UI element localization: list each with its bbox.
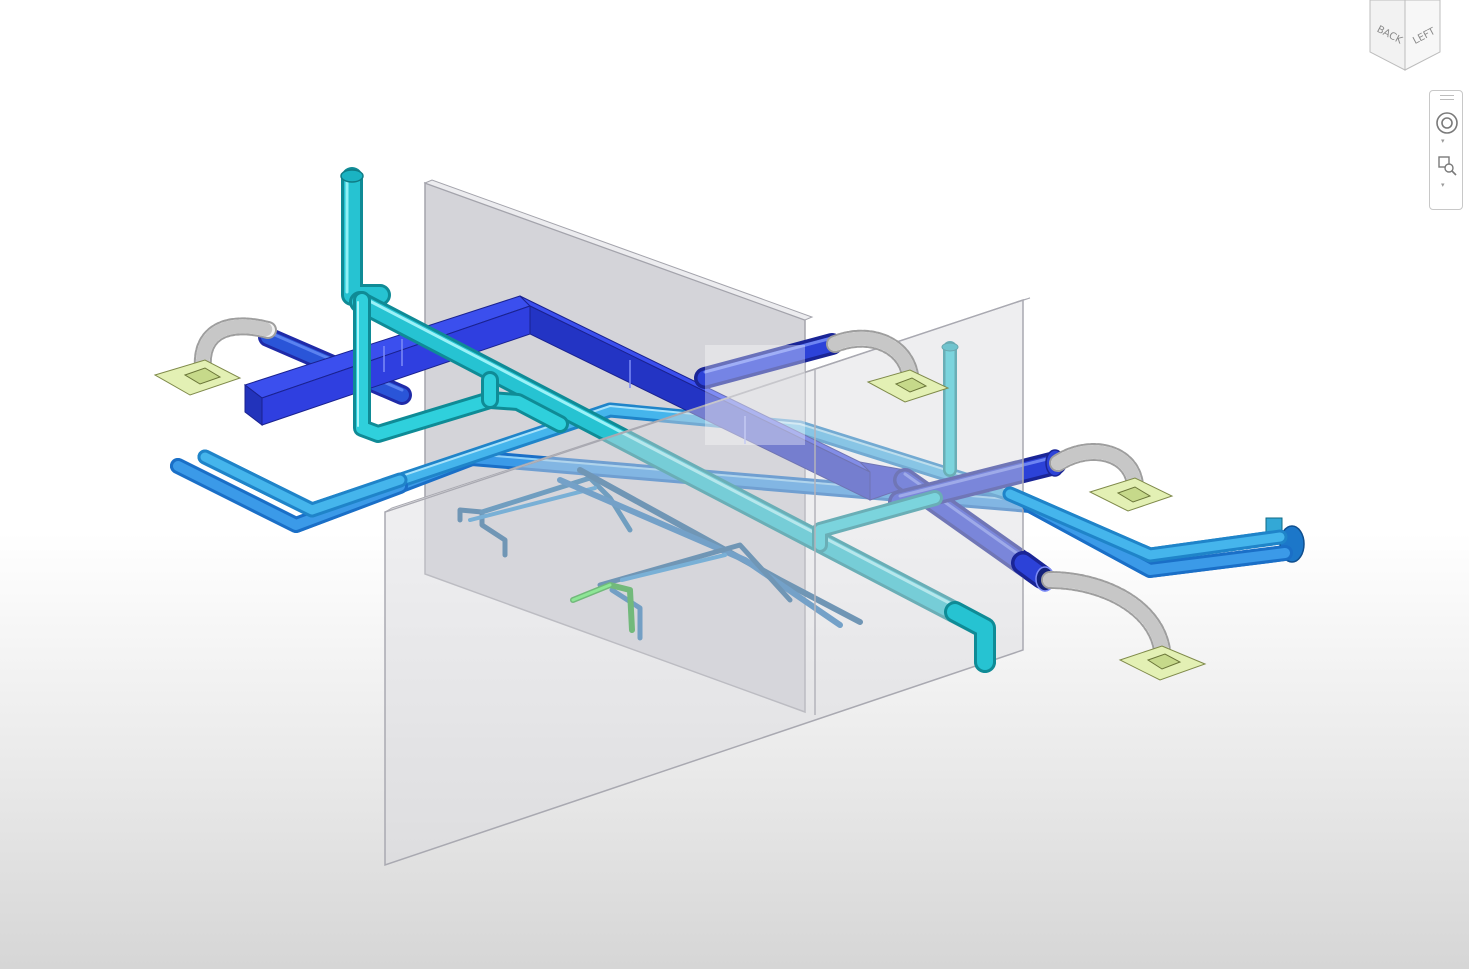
- round-duct-upper-branch[interactable]: [694, 333, 843, 389]
- ceiling-diffuser-3[interactable]: [1088, 477, 1174, 512]
- viewcube[interactable]: BACK LEFT: [1360, 0, 1450, 80]
- nav-bar-grip[interactable]: [1440, 95, 1454, 100]
- riser-top-opening: [340, 169, 364, 183]
- ceiling-diffuser-2[interactable]: [866, 369, 950, 403]
- cyan-riser-pipe[interactable]: [341, 167, 391, 306]
- steering-wheel-icon[interactable]: [1435, 111, 1459, 135]
- cyan-main-pipe-front[interactable]: [944, 601, 996, 673]
- hydronic-pipes-front[interactable]: [170, 449, 1293, 578]
- green-highlighted-pipe[interactable]: [570, 582, 635, 633]
- zoom-dropdown[interactable]: ▾: [1441, 181, 1445, 189]
- flex-duct-4[interactable]: [1041, 571, 1171, 659]
- cyan-branch-pipe[interactable]: [812, 490, 943, 553]
- steering-wheel-dropdown[interactable]: ▾: [1441, 137, 1445, 145]
- flex-duct-3[interactable]: [1049, 443, 1144, 494]
- vent-riser-top: [941, 342, 959, 352]
- cyan-offset-pipe[interactable]: [353, 291, 569, 443]
- plumbing-pipes[interactable]: [457, 467, 863, 641]
- flex-duct-2[interactable]: [826, 329, 919, 384]
- rectangular-supply-duct[interactable]: [243, 295, 906, 501]
- wall-panel-front[interactable]: [384, 297, 1031, 867]
- navigation-bar: ▾ ▾: [1429, 90, 1463, 210]
- zoom-magnifier-icon[interactable]: [1435, 153, 1459, 177]
- ceiling-diffuser-1[interactable]: [153, 359, 242, 396]
- flex-duct-1[interactable]: [193, 317, 277, 377]
- ceiling-diffuser-4[interactable]: [1118, 645, 1207, 681]
